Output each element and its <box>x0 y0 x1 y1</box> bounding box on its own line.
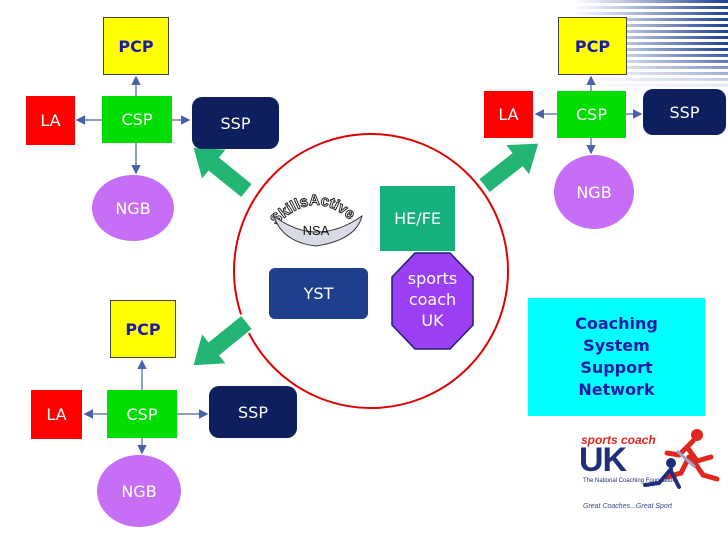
network-label-line-1: Coaching <box>575 314 658 333</box>
la-box-bottom-left: LA <box>31 390 82 439</box>
yst-box: YST <box>269 268 368 319</box>
pcp-box-top-left: PCP <box>103 17 169 75</box>
connectors-bottom-left <box>83 359 209 455</box>
logo-brand-text: sports coach <box>581 433 656 447</box>
csp-box-top-left: CSP <box>102 96 172 143</box>
sports-coach-uk-octagon: sports coach UK <box>391 252 474 350</box>
ssp-box-bottom-left: SSP <box>209 386 297 438</box>
csp-box-top-right: CSP <box>557 91 626 138</box>
octagon-line-3: UK <box>421 311 444 330</box>
logo-slogan: Great Coaches...Great Sport <box>583 503 673 510</box>
octagon-line-2: coach <box>408 290 457 309</box>
runner-figure-icon <box>643 429 720 489</box>
network-label-line-4: Network <box>578 380 655 399</box>
connectors-top-right <box>534 75 643 155</box>
pcp-box-top-right: PCP <box>558 17 627 75</box>
arrow-bottom-left <box>191 313 254 367</box>
ngb-ellipse-bottom-left: NGB <box>97 455 181 527</box>
ssp-box-top-left: SSP <box>192 97 279 149</box>
arrow-top-right <box>477 142 541 195</box>
coaching-system-support-network-label: Coaching System Support Network <box>528 298 705 416</box>
logo-uk-text: UK <box>579 441 627 479</box>
ngb-ellipse-top-right: NGB <box>554 155 634 229</box>
hefe-box: HE/FE <box>380 186 455 251</box>
pcp-box-bottom-left: PCP <box>110 300 176 358</box>
la-box-top-left: LA <box>26 96 75 145</box>
ssp-box-top-right: SSP <box>643 89 726 135</box>
skillsactive-logo: SkillsActive NSA <box>267 191 363 247</box>
network-label-line-3: Support <box>580 358 653 377</box>
csp-box-bottom-left: CSP <box>107 390 177 438</box>
network-label-line-2: System <box>583 336 650 355</box>
central-circle <box>233 133 509 409</box>
nsa-label: NSA <box>303 223 330 238</box>
octagon-line-1: sports <box>407 269 458 288</box>
sports-coach-uk-logo: sports coach UK The National Coaching Fo… <box>575 425 725 517</box>
la-box-top-right: LA <box>484 91 533 138</box>
connectors-top-left <box>75 75 191 175</box>
ngb-ellipse-top-left: NGB <box>92 175 174 241</box>
logo-tagline: The National Coaching Foundation <box>583 478 676 484</box>
